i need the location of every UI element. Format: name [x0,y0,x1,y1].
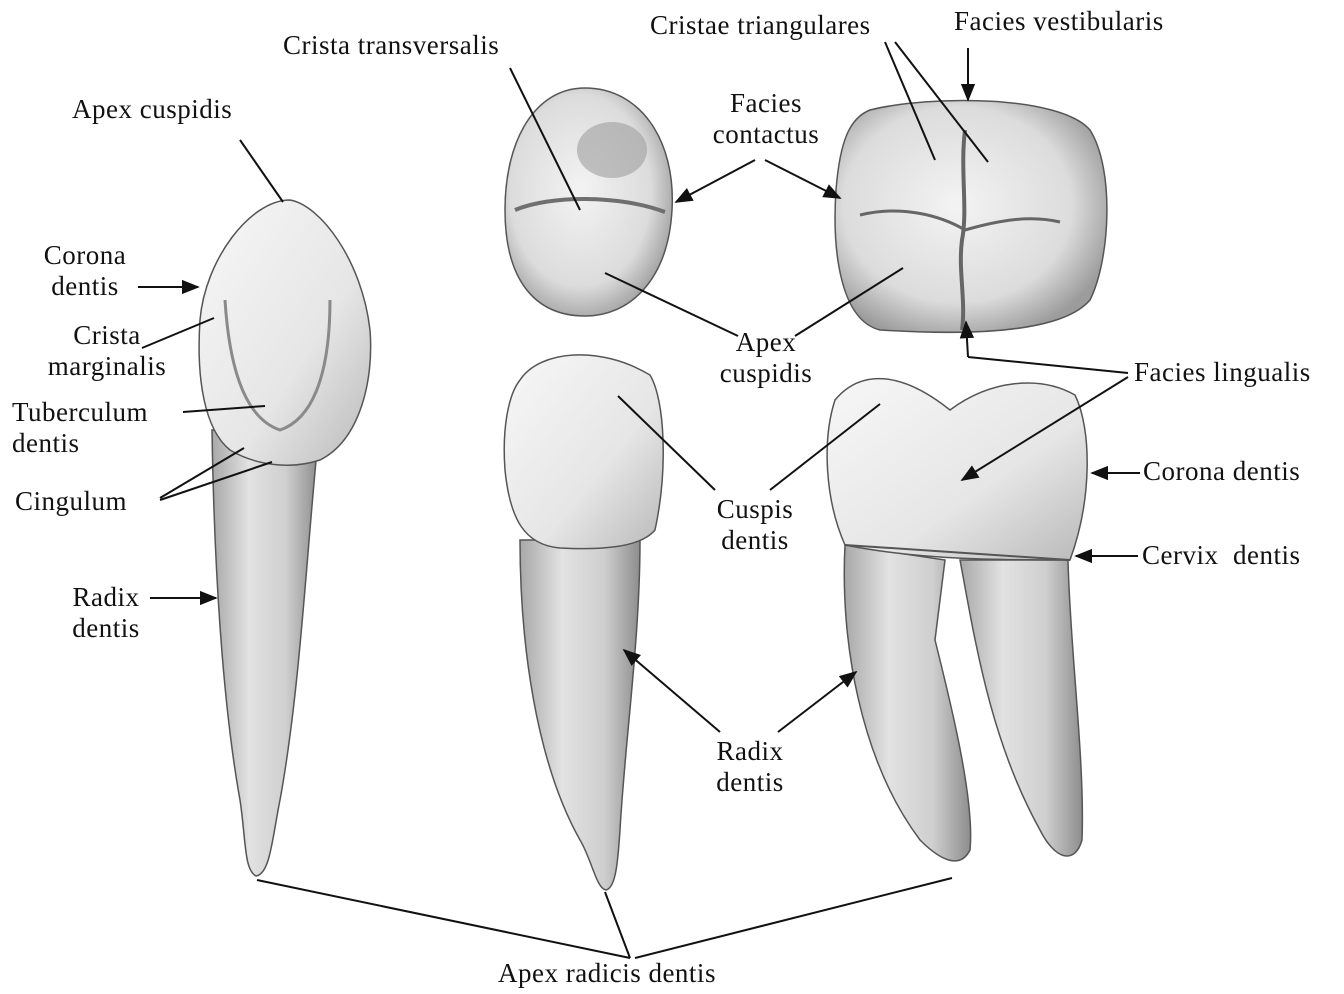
label-facies-vestibularis: Facies vestibularis [954,6,1164,37]
label-crista-marginalis-line1: Crista [34,320,180,351]
label-facies-contactus-line1: Facies [696,88,836,119]
premolar-root [520,540,640,890]
label-cristae-triangulares: Cristae triangulares [650,10,871,41]
leader-apex-radicis-a [257,880,630,958]
leader-apex-cuspidis-left [240,140,283,202]
label-cuspis-dentis-line1: Cuspis [700,494,810,525]
label-tuberculum-dentis-line1: Tuberculum [12,397,148,428]
molar-side-view [827,379,1087,861]
leader-facies-contactus-a [676,160,755,202]
label-apex-cuspidis-center-line2: cuspidis [704,358,828,389]
label-apex-cuspidis-left: Apex cuspidis [72,94,232,125]
label-crista-transversalis: Crista transversalis [283,30,499,61]
leader-radix-center-b [778,672,856,732]
label-radix-dentis-left: Radix dentis [60,582,152,644]
premolar-occlusal-view [505,88,672,316]
canine-tooth-left [199,200,371,876]
label-cuspis-dentis-line2: dentis [700,525,810,556]
molar-crown [827,379,1087,560]
label-tuberculum-dentis: Tuberculum dentis [12,397,148,459]
label-cuspis-dentis: Cuspis dentis [700,494,810,556]
leader-facies-lingualis-a [968,357,1128,373]
label-radix-dentis-left-line1: Radix [60,582,152,613]
label-crista-marginalis-line2: marginalis [34,351,180,382]
label-corona-dentis-left-line1: Corona [30,240,140,271]
label-cingulum: Cingulum [15,486,127,517]
molar-occlusal-outline [835,100,1107,332]
leader-apex-radicis-c [635,878,952,958]
molar-mesial-root [844,545,970,861]
label-apex-cuspidis-center: Apex cuspidis [704,327,828,389]
leader-facies-contactus-b [765,160,840,198]
label-apex-radicis-dentis: Apex radicis dentis [498,958,716,989]
label-facies-contactus: Facies contactus [696,88,836,150]
label-corona-dentis-right: Corona dentis [1143,456,1300,487]
label-corona-dentis-left: Corona dentis [30,240,140,302]
label-apex-cuspidis-center-line1: Apex [704,327,828,358]
label-cervix-dentis: Cervix dentis [1142,540,1300,571]
premolar-crown [504,355,663,549]
molar-occlusal-view [835,100,1107,332]
premolar-side-view [504,355,663,890]
label-radix-dentis-center-line1: Radix [700,736,800,767]
premolar-cusp-shade [577,122,647,178]
molar-distal-root [960,560,1082,856]
leader-apex-radicis-b [605,892,630,958]
label-radix-dentis-left-line2: dentis [60,613,152,644]
label-radix-dentis-center: Radix dentis [700,736,800,798]
canine-root [212,430,318,876]
label-facies-contactus-line2: contactus [696,119,836,150]
label-radix-dentis-center-line2: dentis [700,767,800,798]
label-crista-marginalis: Crista marginalis [34,320,180,382]
label-corona-dentis-left-line2: dentis [30,271,140,302]
label-facies-lingualis: Facies lingualis [1134,357,1311,388]
label-tuberculum-dentis-line2: dentis [12,428,148,459]
premolar-occlusal-outline [505,88,672,316]
canine-crown [199,200,371,465]
leader-radix-center-a [624,650,720,732]
